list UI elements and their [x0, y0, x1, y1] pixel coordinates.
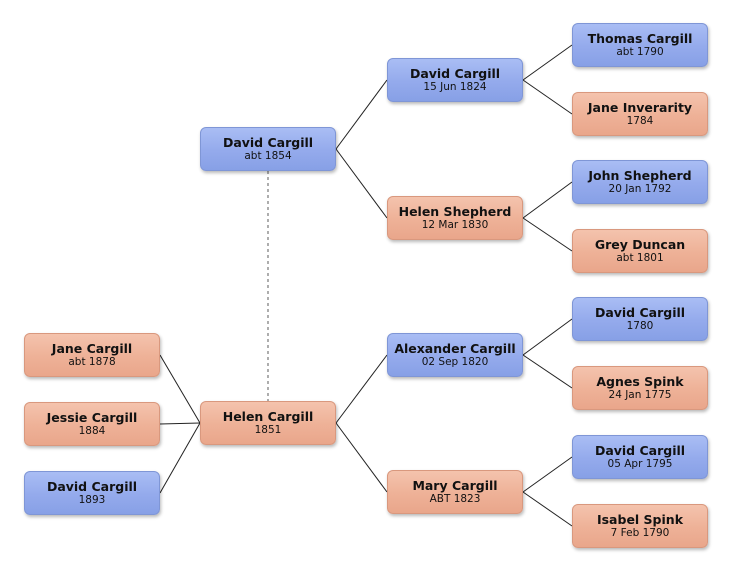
- parent-link-line: [522, 354, 573, 389]
- person-date: 7 Feb 1790: [610, 527, 670, 539]
- person-date: 1884: [78, 425, 106, 437]
- parent-link-line: [522, 217, 573, 252]
- parent-link-line: [335, 79, 388, 150]
- person-date: 1851: [254, 424, 282, 436]
- person-date: 1893: [78, 494, 106, 506]
- person-box-isabel-spink-1790[interactable]: Isabel Spink 7 Feb 1790: [572, 504, 708, 548]
- person-box-jessie-cargill-1884[interactable]: Jessie Cargill 1884: [24, 402, 160, 446]
- parent-link-line: [522, 79, 573, 115]
- person-box-david-cargill-1893[interactable]: David Cargill 1893: [24, 471, 160, 515]
- person-date: abt 1790: [616, 46, 664, 58]
- parent-link-line: [522, 456, 573, 493]
- person-box-jane-inverarity-1784[interactable]: Jane Inverarity 1784: [572, 92, 708, 136]
- person-name: Thomas Cargill: [587, 31, 693, 46]
- person-box-helen-shepherd-1830[interactable]: Helen Shepherd 12 Mar 1830: [387, 196, 523, 240]
- person-box-alexander-cargill-1820[interactable]: Alexander Cargill 02 Sep 1820: [387, 333, 523, 377]
- parent-link-line: [335, 422, 388, 493]
- person-date: 1784: [626, 115, 654, 127]
- person-name: Isabel Spink: [596, 512, 684, 527]
- person-date: abt 1801: [616, 252, 664, 264]
- parent-link-line: [335, 148, 388, 219]
- person-date: 20 Jan 1792: [608, 183, 672, 195]
- person-date: abt 1878: [68, 356, 116, 368]
- person-date: 02 Sep 1820: [421, 356, 489, 368]
- person-name: Jane Cargill: [51, 341, 133, 356]
- person-name: Alexander Cargill: [394, 341, 516, 356]
- person-name: Grey Duncan: [594, 237, 686, 252]
- person-date: ABT 1823: [429, 493, 481, 505]
- person-date: 12 Mar 1830: [421, 219, 489, 231]
- child-link-line: [159, 422, 201, 425]
- person-box-jane-cargill-abt-1878[interactable]: Jane Cargill abt 1878: [24, 333, 160, 377]
- person-box-thomas-cargill-abt-1790[interactable]: Thomas Cargill abt 1790: [572, 23, 708, 67]
- person-box-agnes-spink-1775[interactable]: Agnes Spink 24 Jan 1775: [572, 366, 708, 410]
- person-box-grey-duncan-abt-1801[interactable]: Grey Duncan abt 1801: [572, 229, 708, 273]
- person-name: David Cargill: [594, 443, 686, 458]
- person-box-david-cargill-abt-1854[interactable]: David Cargill abt 1854: [200, 127, 336, 171]
- child-link-line: [159, 422, 201, 494]
- parent-link-line: [522, 491, 573, 527]
- person-box-john-shepherd-1792[interactable]: John Shepherd 20 Jan 1792: [572, 160, 708, 204]
- person-name: John Shepherd: [588, 168, 692, 183]
- person-name: Helen Shepherd: [398, 204, 512, 219]
- parent-link-line: [335, 354, 388, 424]
- parent-link-line: [522, 44, 573, 81]
- person-date: 05 Apr 1795: [607, 458, 673, 470]
- person-name: David Cargill: [409, 66, 501, 81]
- person-name: David Cargill: [222, 135, 314, 150]
- child-link-line: [159, 354, 201, 424]
- person-name: Jessie Cargill: [46, 410, 138, 425]
- person-name: David Cargill: [46, 479, 138, 494]
- person-name: Agnes Spink: [596, 374, 684, 389]
- person-date: 1780: [626, 320, 654, 332]
- person-box-david-cargill-1824[interactable]: David Cargill 15 Jun 1824: [387, 58, 523, 102]
- person-name: Mary Cargill: [412, 478, 498, 493]
- parent-link-line: [522, 318, 573, 356]
- person-box-mary-cargill-1823[interactable]: Mary Cargill ABT 1823: [387, 470, 523, 514]
- person-box-helen-cargill-1851[interactable]: Helen Cargill 1851: [200, 401, 336, 445]
- person-name: Jane Inverarity: [587, 100, 693, 115]
- person-date: abt 1854: [244, 150, 292, 162]
- parent-link-line: [522, 181, 573, 219]
- person-box-david-cargill-1795[interactable]: David Cargill 05 Apr 1795: [572, 435, 708, 479]
- person-name: Helen Cargill: [222, 409, 314, 424]
- person-date: 24 Jan 1775: [608, 389, 672, 401]
- person-date: 15 Jun 1824: [423, 81, 487, 93]
- person-box-david-cargill-1780[interactable]: David Cargill 1780: [572, 297, 708, 341]
- person-name: David Cargill: [594, 305, 686, 320]
